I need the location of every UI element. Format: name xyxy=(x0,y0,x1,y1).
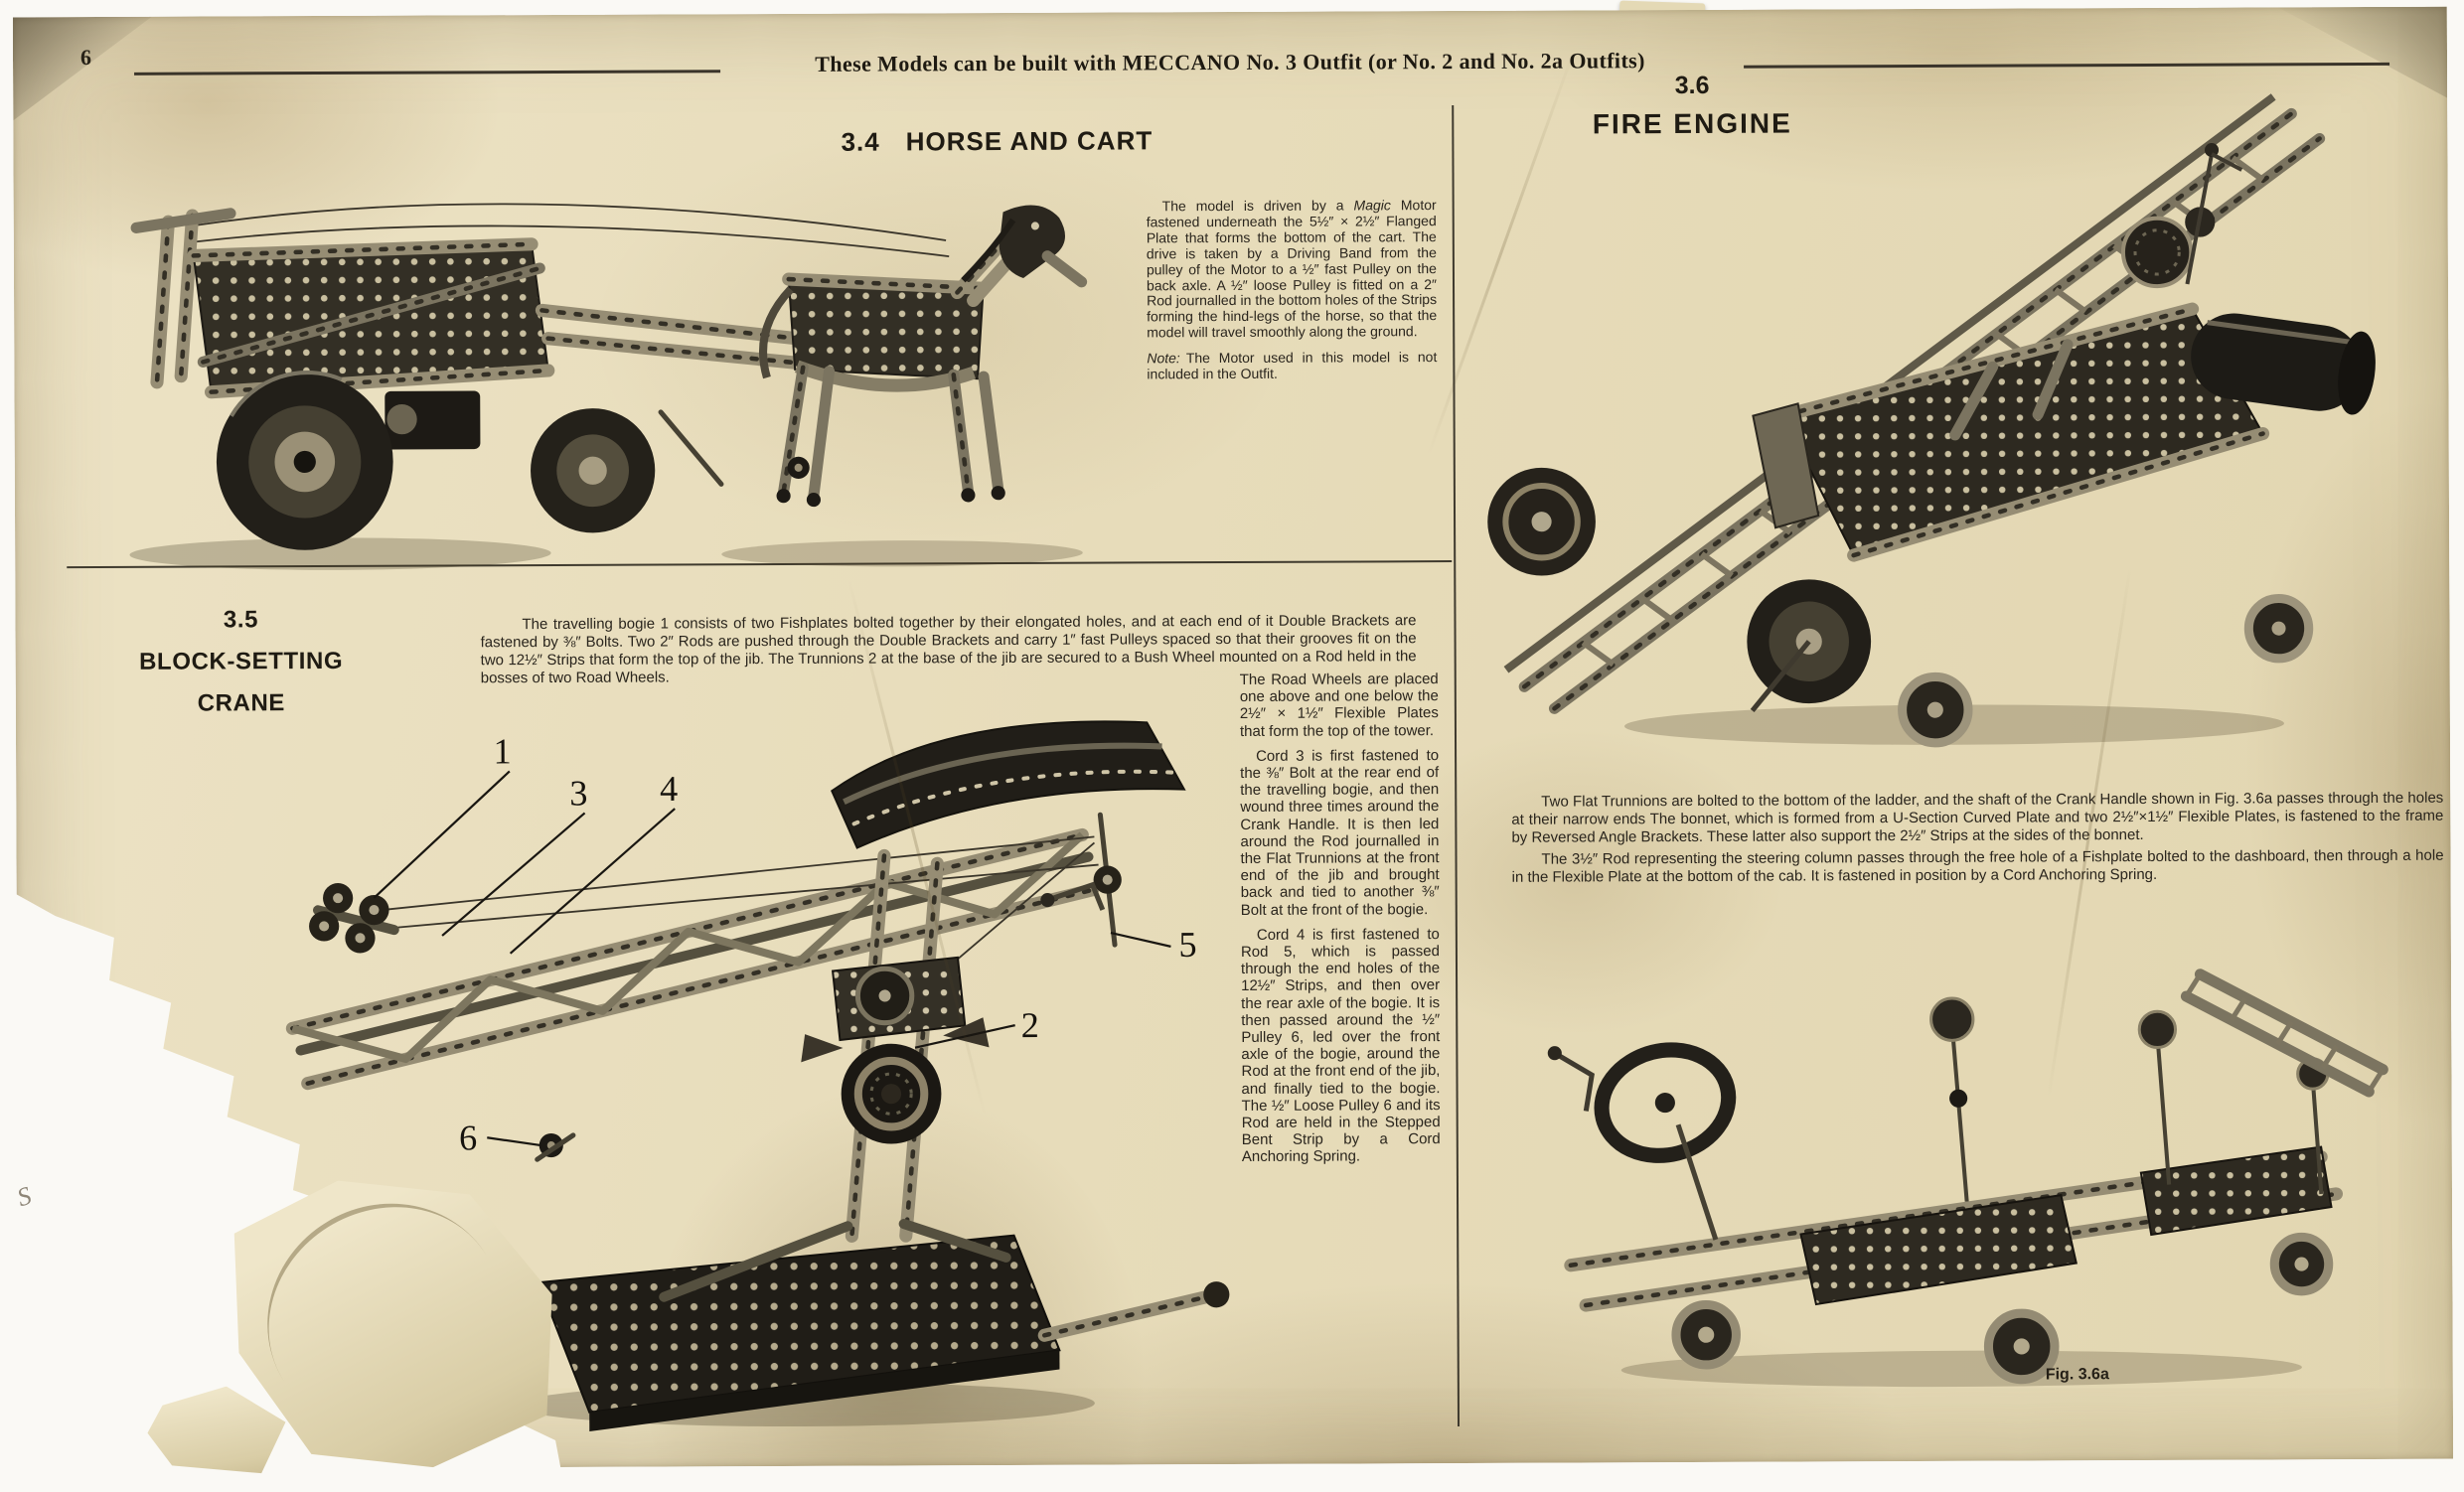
section-34-name: HORSE AND CART xyxy=(905,125,1154,157)
s34-body-pre: The model is driven by a xyxy=(1161,197,1354,215)
fire-engine-chassis-photo xyxy=(1499,931,2407,1402)
crane-label-3: 3 xyxy=(569,773,587,813)
s36-para1: Two Flat Trunnions are bolted to the bot… xyxy=(1511,789,2444,846)
s35-col-para2: Cord 3 is first fastened to the ⅜″ Bolt … xyxy=(1240,746,1440,919)
stray-mark: S xyxy=(13,1180,36,1213)
crane-label-4: 4 xyxy=(660,769,678,809)
figure-caption: Fig. 3.6a xyxy=(2045,1366,2109,1384)
s35-col-para1: The Road Wheels are placed one above and… xyxy=(1239,671,1439,740)
section-36-text: Two Flat Trunnions are bolted to the bot… xyxy=(1511,790,2443,891)
horse-and-cart-photo xyxy=(97,157,1123,586)
section-35-name-1: BLOCK-SETTING xyxy=(139,647,344,675)
section-34-title: 3.4 HORSE AND CART xyxy=(629,126,1364,155)
fire-engine-chassis-illustration xyxy=(1499,931,2407,1402)
horse-and-cart-illustration xyxy=(97,157,1123,586)
section-34-number: 3.4 xyxy=(841,126,880,157)
s36-para2: The 3½″ Rod representing the steering co… xyxy=(1511,846,2444,886)
fire-engine-illustration xyxy=(1452,82,2444,768)
fire-engine-photo xyxy=(1452,82,2444,768)
block-setting-crane-photo: 1 3 4 2 5 6 xyxy=(141,693,1235,1450)
s34-note-text: The Motor used in this model is not incl… xyxy=(1147,349,1438,382)
crane-label-2: 2 xyxy=(1021,1005,1039,1045)
s35-col-para3: Cord 4 is first fastened to Rod 5, which… xyxy=(1240,925,1441,1166)
crane-illustration: 1 3 4 2 5 6 xyxy=(141,693,1235,1450)
section-34-text: The model is driven by a Magic Motor fas… xyxy=(1147,198,1438,392)
s34-body-italic: Magic xyxy=(1353,197,1391,214)
section-35-column: The Road Wheels are placed one above and… xyxy=(1240,671,1441,1174)
crane-label-1: 1 xyxy=(494,731,512,771)
s34-note-label: Note: xyxy=(1147,350,1180,367)
crane-label-6: 6 xyxy=(459,1118,477,1157)
section-35-number: 3.5 xyxy=(223,606,259,634)
s34-body-post: Motor fastened underneath the 5½″ × 2½″ … xyxy=(1146,197,1438,341)
manual-page: 6 These Models can be built with MECCANO… xyxy=(13,7,2453,1470)
crane-label-5: 5 xyxy=(1178,925,1196,965)
page-header: These Models can be built with MECCANO N… xyxy=(815,48,1645,76)
